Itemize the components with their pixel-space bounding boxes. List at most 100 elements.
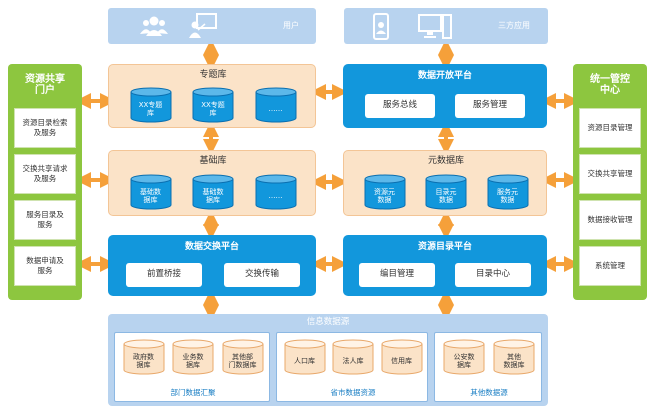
cylinder-label: 业务数 据库 xyxy=(182,352,204,369)
resource-sharing-portal: 资源共享 门户 资源目录检索 及服务 交换共享请求 及服务 服务目录及 服务 数… xyxy=(8,64,82,300)
database-cylinder: 基础数 据库 xyxy=(192,174,234,210)
database-cylinder: …… xyxy=(255,174,297,210)
information-data-sources: 信息数据源 政府数 据库 业务数 据库 其他部 门数据库 部门数据汇聚 人口库 法人库… xyxy=(108,314,548,406)
cylinder-icon xyxy=(487,174,528,210)
cylinder-label: 资源元 数据 xyxy=(374,187,395,204)
users-label: 用户 xyxy=(283,21,299,31)
users-bar: 用户 xyxy=(108,8,316,44)
other-group-label: 其他数据源 xyxy=(470,387,508,397)
users-icon xyxy=(140,14,168,38)
cylinder-label: 人口库 xyxy=(294,356,315,365)
database-cylinder: 公安数 据库 xyxy=(443,339,485,375)
database-cylinder: 信用库 xyxy=(381,339,423,375)
cylinder-label: 目录元 数据 xyxy=(435,187,457,204)
source-group-provincial: 人口库 法人库 信用库 省市数据资源 xyxy=(276,332,428,402)
cylinder-icon xyxy=(130,174,171,210)
desktop-computer-icon xyxy=(418,13,452,40)
database-cylinder: 其他 数据库 xyxy=(493,339,535,375)
cylinder-icon xyxy=(222,339,263,375)
control-item-catalog-mgmt[interactable]: 资源目录管理 xyxy=(579,108,641,148)
cataloging-management-button[interactable]: 编目管理 xyxy=(359,263,435,287)
cylinder-icon xyxy=(255,174,296,210)
database-cylinder: 资源元 数据 xyxy=(364,174,406,210)
database-cylinder: 其他部 门数据库 xyxy=(222,339,264,375)
database-cylinder: …… xyxy=(255,87,297,123)
portal-item-catalog-search[interactable]: 资源目录检索 及服务 xyxy=(14,108,76,148)
metadata-database-panel: 元数据库 资源元 数据 目录元 数据 服务元 数据 xyxy=(343,150,547,216)
catalog-platform-title: 资源目录平台 xyxy=(417,241,472,252)
database-cylinder: 法人库 xyxy=(332,339,374,375)
cylinder-label: 法人库 xyxy=(342,356,364,365)
catalog-center-button[interactable]: 目录中心 xyxy=(455,263,531,287)
third-party-label: 三方应用 xyxy=(498,21,530,31)
resource-catalog-platform: 资源目录平台 编目管理 目录中心 xyxy=(343,235,547,296)
database-cylinder: XX专题 库 xyxy=(130,87,172,123)
portal-item-service-catalog[interactable]: 服务目录及 服务 xyxy=(14,200,76,240)
presenter-icon xyxy=(188,13,218,39)
cylinder-label: 服务元 数据 xyxy=(497,187,518,204)
cylinder-icon xyxy=(425,174,467,210)
portal-item-exchange-request[interactable]: 交换共享请求 及服务 xyxy=(14,154,76,194)
topic-cylinders: XX专题 库 XX专题 库 …… xyxy=(109,85,317,125)
cylinder-icon xyxy=(443,339,485,375)
base-cylinders: 基础数 据库 基础数 据库 …… xyxy=(109,172,317,212)
data-sources-title: 信息数据源 xyxy=(306,317,350,328)
service-management-button[interactable]: 服务管理 xyxy=(455,94,525,118)
exchange-transfer-button[interactable]: 交换传输 xyxy=(224,263,300,287)
cylinder-icon xyxy=(192,87,234,123)
source-group-other: 公安数 据库 其他 数据库 其他数据源 xyxy=(434,332,542,402)
service-bus-button[interactable]: 服务总线 xyxy=(365,94,435,118)
portal-item-data-request[interactable]: 数据申请及 服务 xyxy=(14,246,76,286)
data-open-platform: 数据开放平台 服务总线 服务管理 xyxy=(343,64,547,128)
cylinder-icon xyxy=(255,87,296,123)
cylinder-label: 公安数 据库 xyxy=(453,352,475,369)
metadata-cylinders: 资源元 数据 目录元 数据 服务元 数据 xyxy=(344,172,548,212)
cylinder-label: …… xyxy=(268,191,283,200)
cylinder-label: 基础数 据库 xyxy=(140,187,161,204)
base-database-title: 基础库 xyxy=(199,155,227,166)
cylinder-icon xyxy=(192,174,234,210)
control-item-system-mgmt[interactable]: 系统管理 xyxy=(579,246,641,286)
mobile-icon xyxy=(372,13,390,40)
cylinder-icon xyxy=(130,87,171,123)
database-cylinder: 基础数 据库 xyxy=(130,174,172,210)
metadata-database-title: 元数据库 xyxy=(427,155,464,166)
database-cylinder: 服务元 数据 xyxy=(487,174,529,210)
open-platform-title: 数据开放平台 xyxy=(417,70,472,81)
data-exchange-platform: 数据交换平台 前置桥接 交换传输 xyxy=(108,235,316,296)
cylinder-label: XX专题 库 xyxy=(138,100,163,117)
database-cylinder: 业务数 据库 xyxy=(172,339,214,375)
cylinder-icon xyxy=(493,339,535,375)
cylinder-label: 信用库 xyxy=(391,356,412,365)
department-cylinders: 政府数 据库 业务数 据库 其他部 门数据库 xyxy=(115,337,271,377)
provincial-cylinders: 人口库 法人库 信用库 xyxy=(277,337,429,377)
other-cylinders: 公安数 据库 其他 数据库 xyxy=(435,337,543,377)
control-item-exchange-mgmt[interactable]: 交换共享管理 xyxy=(579,154,641,194)
cylinder-icon xyxy=(284,339,325,375)
cylinder-label: 基础数 据库 xyxy=(202,187,224,204)
department-group-label: 部门数据汇聚 xyxy=(170,387,216,397)
database-cylinder: 目录元 数据 xyxy=(425,174,467,210)
cylinder-icon xyxy=(332,339,374,375)
topic-database-title: 专题库 xyxy=(199,69,227,80)
cylinder-label: XX专题 库 xyxy=(201,100,225,117)
control-item-receive-mgmt[interactable]: 数据接收管理 xyxy=(579,200,641,240)
control-center-title: 统一管控 中心 xyxy=(590,73,630,97)
third-party-bar: 三方应用 xyxy=(344,8,548,44)
cylinder-label: 其他部 门数据库 xyxy=(228,352,257,369)
exchange-platform-title: 数据交换平台 xyxy=(184,241,239,252)
provincial-group-label: 省市数据资源 xyxy=(330,387,376,397)
front-bridge-button[interactable]: 前置桥接 xyxy=(126,263,202,287)
portal-title: 资源共享 门户 xyxy=(25,73,65,97)
topic-database-panel: 专题库 XX专题 库 XX专题 库 …… xyxy=(108,64,316,128)
cylinder-label: 政府数 据库 xyxy=(133,352,154,369)
cylinder-label: …… xyxy=(268,104,283,113)
source-group-department: 政府数 据库 业务数 据库 其他部 门数据库 部门数据汇聚 xyxy=(114,332,270,402)
unified-control-center: 统一管控 中心 资源目录管理 交换共享管理 数据接收管理 系统管理 xyxy=(573,64,647,300)
database-cylinder: 人口库 xyxy=(284,339,326,375)
base-database-panel: 基础库 基础数 据库 基础数 据库 …… xyxy=(108,150,316,216)
database-cylinder: XX专题 库 xyxy=(192,87,234,123)
cylinder-icon xyxy=(381,339,422,375)
cylinder-label: 其他 数据库 xyxy=(503,352,525,369)
